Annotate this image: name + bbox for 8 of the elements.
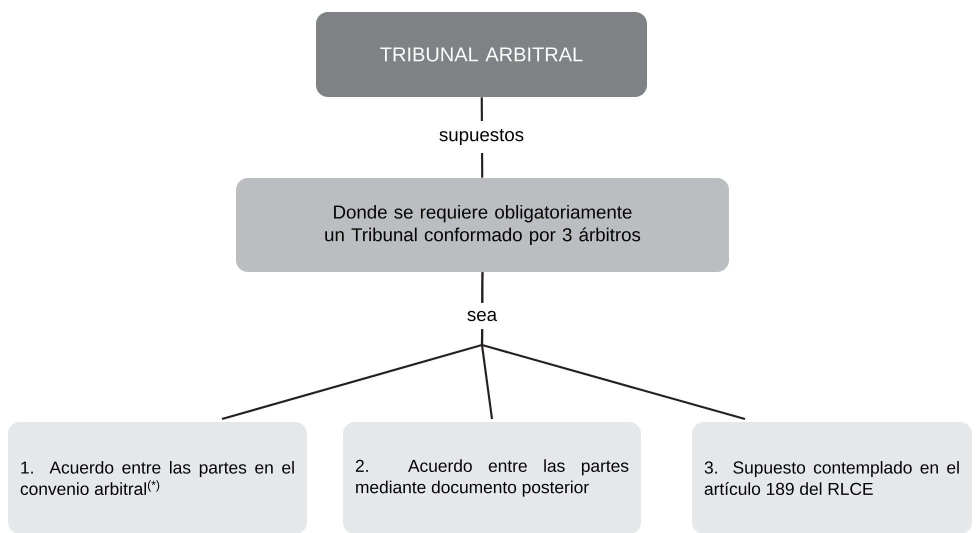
case-box: 2. Acuerdo entre las partes mediante documento posterior [343, 422, 641, 533]
edge-label: supuestos [436, 121, 527, 153]
title-box: TRIBUNAL ARBITRAL [316, 12, 647, 97]
case-box: 1. Acuerdo entre las partes en el convenio arbitral$^{(*)}$ [8, 422, 307, 533]
case-box: 3. Supuesto contemplado en el artículo 189 del RLCE [692, 422, 972, 533]
edge-label: sea [464, 302, 500, 330]
connector-line [480, 272, 746, 420]
concept-box: Donde se requiere obligatoriamente un Tribunal conformado por 3 árbitros [236, 178, 729, 272]
